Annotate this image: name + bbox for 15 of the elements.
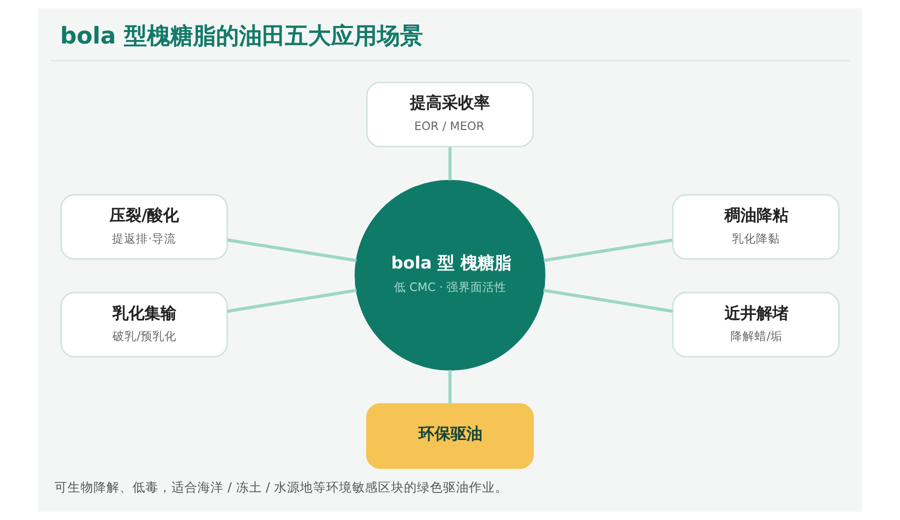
diagram-title: bola 型槐糖脂的油田五大应用场景 (60, 24, 424, 50)
connector (448, 146, 452, 180)
node-box: 压裂/酸化 提返排·导流 (60, 194, 228, 260)
connector (544, 238, 673, 262)
connector (543, 288, 673, 313)
connector (448, 370, 452, 404)
connector (227, 238, 357, 262)
node-box: 近井解堵 降解蜡/垢 (672, 292, 840, 358)
node-circle: bola 型 槐糖脂 低 CMC · 强界面活性 (354, 180, 546, 371)
connector (227, 288, 357, 313)
caption: 可生物降解、低毒，适合海洋 / 冻土 / 水源地等环境敏感区块的绿色驱油作业。 (54, 479, 508, 494)
node-box: 稠油降粘 乳化降黏 (672, 194, 840, 260)
node-box: 乳化集输 破乳/预乳化 (60, 292, 228, 358)
node-box: 环保驱油 (366, 403, 534, 469)
node-box: 提高采收率 EOR / MEOR (366, 82, 534, 148)
